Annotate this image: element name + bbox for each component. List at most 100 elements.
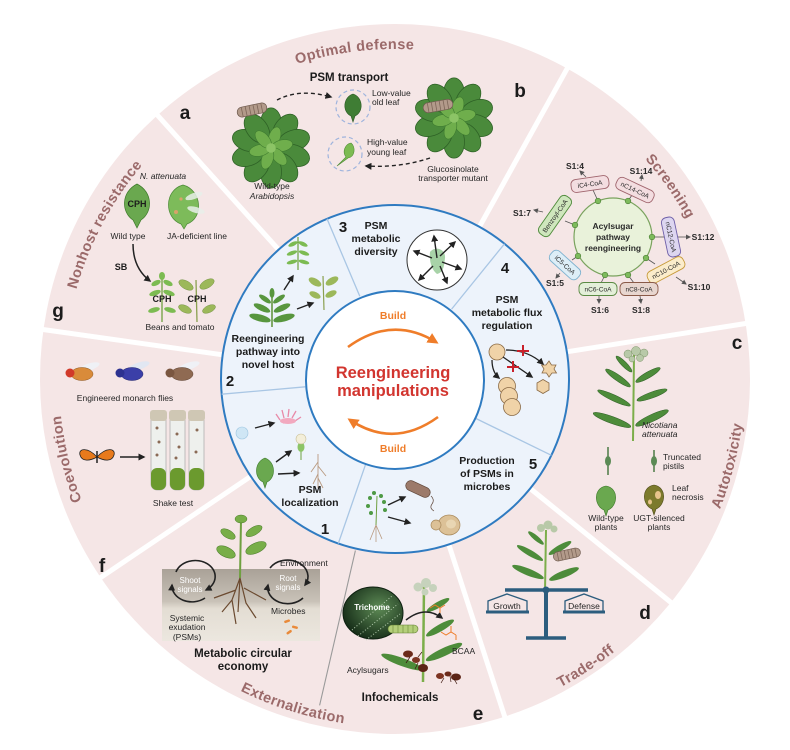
substrate-label: iC4-CoA bbox=[577, 180, 603, 190]
ant-icon bbox=[403, 650, 428, 672]
root-signals-label: Root bbox=[280, 574, 298, 583]
exudation-label: Systemic bbox=[170, 613, 205, 623]
segment-number: 1 bbox=[321, 521, 329, 538]
segment-label: regulation bbox=[482, 320, 533, 332]
nicotiana-plant-icon bbox=[592, 346, 669, 442]
build-arrow-bottom-icon bbox=[347, 415, 439, 436]
trichome-label: Trichome bbox=[354, 603, 390, 612]
curved-arrow-icon bbox=[132, 243, 152, 282]
segment-label: diversity bbox=[354, 246, 397, 258]
microbes-icon bbox=[284, 619, 298, 635]
defense-label: Defense bbox=[568, 601, 600, 611]
cycle-arrow-icon bbox=[263, 583, 304, 605]
circular-economy-title: Metabolic circular bbox=[194, 648, 292, 660]
substrate-nc6-coa: nC6-CoA bbox=[578, 282, 618, 296]
bcaa-label: BCAA bbox=[452, 646, 475, 656]
divider-g-a bbox=[153, 111, 281, 252]
trichome-closeup-icon bbox=[342, 586, 404, 640]
divider-externalization bbox=[319, 550, 356, 706]
root-signals-label: signals bbox=[276, 583, 301, 592]
divider-1-2 bbox=[221, 386, 306, 395]
arrow-icon bbox=[387, 496, 407, 506]
divider-d-e bbox=[446, 543, 509, 723]
mutant-label: transporter mutant bbox=[418, 173, 488, 183]
product-s1-6: S1:6 bbox=[591, 305, 609, 315]
inner-dividers bbox=[221, 218, 552, 544]
pathway-center-label: Acylsugar bbox=[592, 221, 634, 231]
arrow-icon bbox=[283, 274, 294, 291]
segment-4: 4 PSM metabolic flux regulation bbox=[472, 260, 558, 416]
seedling-icon bbox=[366, 491, 387, 542]
wild-type-label: Wild type bbox=[111, 231, 146, 241]
low-value-label: old leaf bbox=[372, 97, 400, 107]
product-s1-12: S1:12 bbox=[692, 232, 715, 242]
segment-label: Production bbox=[459, 455, 514, 467]
center-title: Reengineering bbox=[336, 364, 451, 382]
trichome-icon bbox=[275, 408, 302, 424]
panel-e-infochemicals: Trichome BCAA Acylsugars Infochemicals bbox=[342, 578, 475, 704]
segment-2: Reengineering pathway into novel host 2 bbox=[226, 237, 339, 390]
segment-label: Reengineering bbox=[232, 333, 305, 345]
plant-icon bbox=[512, 520, 579, 593]
panel-letter-b: b bbox=[514, 81, 526, 102]
balance-scale-icon bbox=[486, 586, 605, 640]
curved-arrow-icon bbox=[405, 611, 444, 621]
segment-1: PSM localization 1 bbox=[235, 408, 339, 538]
healthy-leaf-icon bbox=[596, 485, 616, 517]
cycle-arrow-icon bbox=[269, 559, 312, 587]
pathway-center-label: reengineering bbox=[585, 243, 641, 253]
high-value-label: young leaf bbox=[367, 147, 407, 157]
segment-label: metabolic flux bbox=[472, 307, 543, 319]
segment-label: novel host bbox=[242, 359, 295, 371]
blue-fly-icon bbox=[115, 361, 150, 381]
truncated-pistils-label: Truncated bbox=[663, 452, 701, 462]
green-caterpillar-icon bbox=[387, 624, 419, 634]
segment-label: localization bbox=[281, 497, 338, 509]
panel-letter-f: f bbox=[99, 556, 106, 577]
substrate-nc12-coa: nC12-CoA bbox=[660, 216, 682, 258]
divider-3-4 bbox=[451, 243, 506, 310]
segment-number: 2 bbox=[226, 373, 234, 390]
segment-label: pathway into bbox=[236, 346, 300, 358]
truncated-pistils-label: pistils bbox=[663, 461, 684, 471]
dashed-arrow-icon bbox=[276, 92, 333, 101]
yeast-icon bbox=[430, 514, 461, 536]
old-leaf-circle bbox=[335, 89, 371, 125]
product-arrows bbox=[533, 170, 691, 304]
product-s1-14: S1:14 bbox=[630, 166, 653, 176]
build-arrow-top-icon bbox=[347, 328, 439, 349]
segment-label: PSM bbox=[299, 484, 322, 496]
arrow-icon bbox=[387, 516, 412, 525]
product-s1-4: S1:4 bbox=[566, 161, 584, 171]
segment-number: 3 bbox=[339, 219, 347, 236]
wild-type-plants-label: Wild-type bbox=[588, 513, 624, 523]
acylsugars-label: Acylsugars bbox=[347, 665, 389, 675]
brown-fly-icon bbox=[165, 361, 200, 381]
center-title: manipulations bbox=[337, 382, 449, 400]
panel-e-circular-economy: Environment Shoot signals Root signals M… bbox=[162, 514, 328, 673]
divider-5-1 bbox=[337, 463, 367, 544]
panel-g: N. attenuata CPH Wild type JA-deficient … bbox=[111, 171, 228, 332]
panel-d: Growth Defense bbox=[486, 520, 605, 640]
roots-icon bbox=[310, 454, 327, 489]
circular-economy-title: economy bbox=[218, 661, 269, 673]
species-label: Nicotiana bbox=[642, 420, 678, 430]
species-label: N. attenuata bbox=[140, 171, 187, 181]
arrow-icon bbox=[296, 301, 315, 310]
dashed-arrow-icon bbox=[364, 157, 431, 170]
orange-fly-icon bbox=[65, 362, 100, 381]
divider-a-b bbox=[477, 64, 571, 229]
ant-icon bbox=[436, 671, 461, 685]
substrate-nc8-coa: nC8-CoA bbox=[619, 282, 659, 296]
droplet-icon bbox=[235, 426, 249, 440]
flower-icon bbox=[295, 433, 307, 460]
segment-3: 3 PSM metabolic diversity bbox=[339, 219, 468, 291]
divider-b-c bbox=[566, 320, 753, 355]
product-s1-10: S1:10 bbox=[688, 282, 711, 292]
old-leaf-icon bbox=[344, 93, 362, 123]
shake-test-tubes-icon bbox=[150, 410, 205, 491]
sb-label: SB bbox=[115, 262, 128, 272]
segment-label: PSM bbox=[496, 294, 519, 306]
shoot-signals-label: signals bbox=[178, 585, 203, 594]
leaf-icon bbox=[256, 457, 274, 489]
